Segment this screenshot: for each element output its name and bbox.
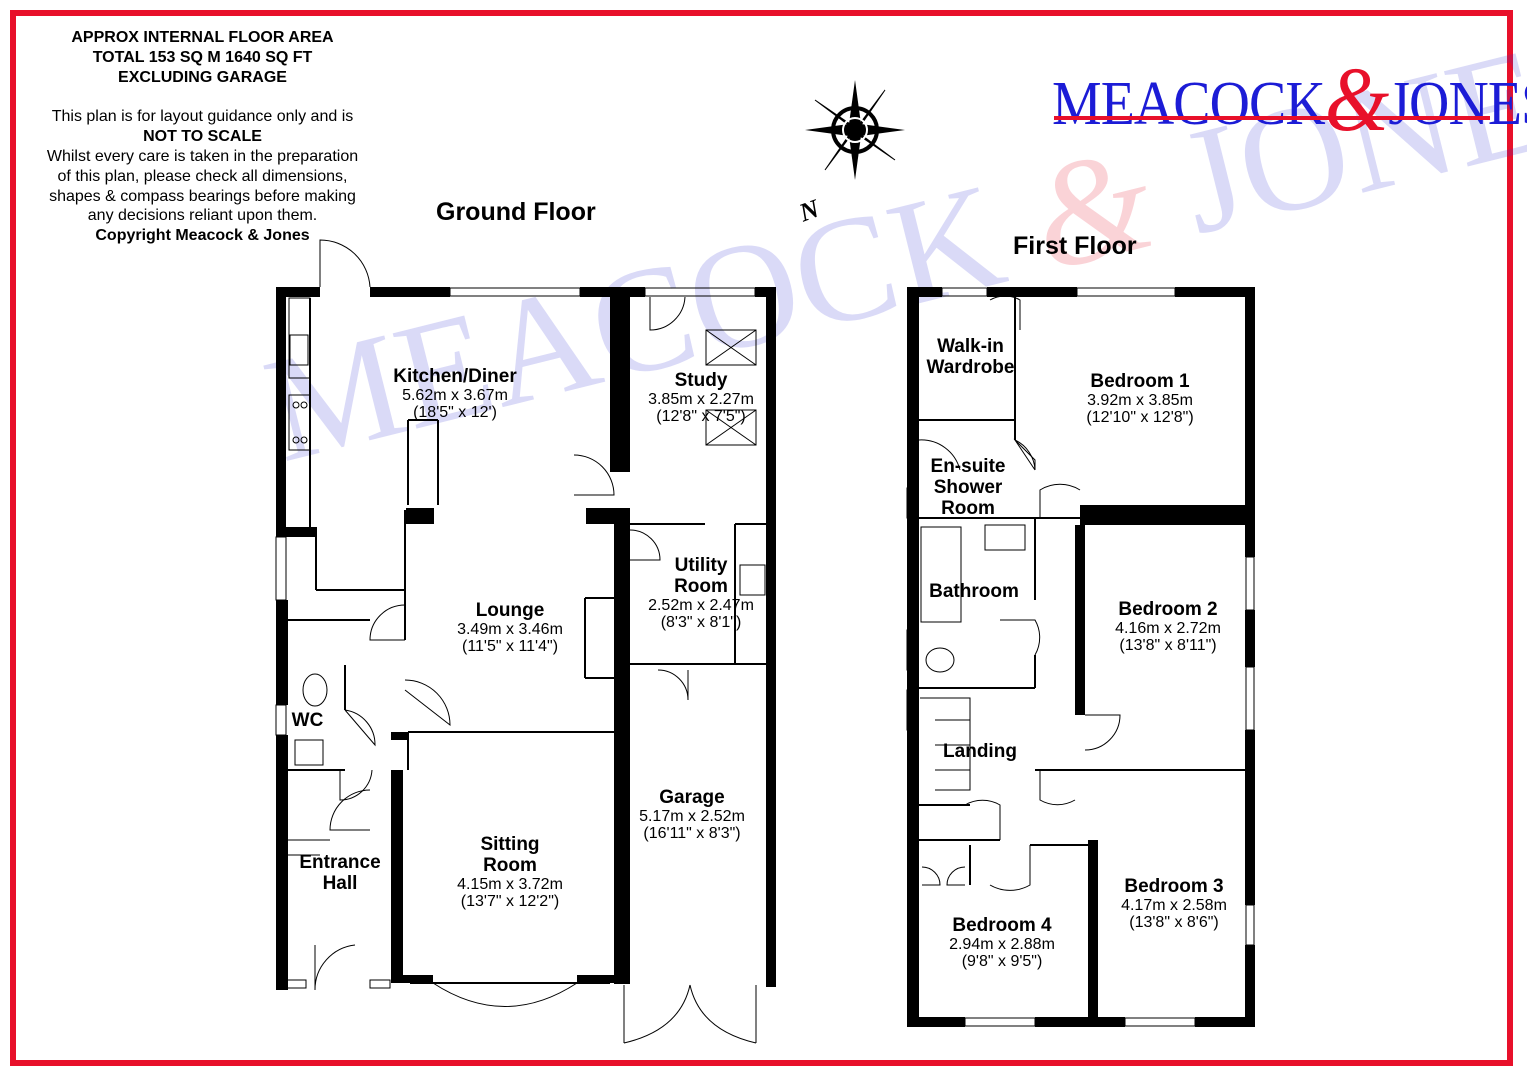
room-sitting-room: Sitting Room 4.15m x 3.72m (13'7" x 12'2…	[457, 834, 563, 910]
room-study: Study 3.85m x 2.27m (12'8" x 7'5")	[648, 370, 754, 425]
room-landing: Landing	[943, 741, 1017, 762]
copyright: Copyright Meacock & Jones	[95, 227, 310, 245]
disclaimer-text: of this plan, please check all dimension…	[57, 167, 348, 185]
ground-floor-fixtures	[288, 297, 766, 856]
room-garage: Garage 5.17m x 2.52m (16'11" x 8'3")	[639, 787, 745, 842]
first-floor-walls	[907, 287, 1255, 1027]
compass-rose-icon	[805, 80, 905, 180]
first-floor-fixtures	[920, 439, 1036, 791]
room-walk-in-wardrobe: Walk-in Wardrobe	[926, 336, 1015, 378]
first-floor-windows	[906, 287, 1255, 1027]
ground-floor-walls	[276, 287, 776, 990]
room-bedroom-2: Bedroom 2 4.16m x 2.72m (13'8" x 8'11")	[1115, 599, 1221, 654]
room-bedroom-4: Bedroom 4 2.94m x 2.88m (9'8" x 9'5")	[949, 915, 1055, 970]
disclaimer-text: any decisions reliant upon them.	[87, 207, 318, 225]
first-floor-door-swings	[918, 295, 1121, 891]
first-floor-title: First Floor	[1013, 232, 1137, 260]
floor-area-exclusion: EXCLUDING GARAGE	[118, 68, 287, 86]
ground-floor-door-swings	[314, 239, 689, 991]
room-ensuite-shower: En-suite Shower Room	[930, 456, 1006, 519]
first-floor-thin-walls	[919, 297, 1245, 885]
ground-floor-title: Ground Floor	[436, 198, 596, 226]
room-bathroom: Bathroom	[929, 581, 1019, 602]
disclaimer-text: Whilst every care is taken in the prepar…	[46, 147, 359, 165]
disclaimer-text: This plan is for layout guidance only an…	[51, 108, 354, 126]
room-wc: WC	[291, 710, 324, 731]
brand-logo: MEACOCK&JONES	[1052, 48, 1527, 150]
ground-floor-windows	[275, 287, 757, 1044]
page-border	[10, 10, 1513, 1066]
disclaimer-text: shapes & compass bearings before making	[49, 187, 356, 205]
room-utility: Utility Room 2.52m x 2.47m (8'3" x 8'1")	[648, 555, 754, 631]
disclaimer-block: APPROX INTERNAL FLOOR AREA TOTAL 153 SQ …	[20, 28, 385, 246]
room-bedroom-1: Bedroom 1 3.92m x 3.85m (12'10" x 12'8")	[1086, 371, 1194, 426]
room-bedroom-3: Bedroom 3 4.17m x 2.58m (13'8" x 8'6")	[1121, 876, 1227, 931]
room-entrance-hall: Entrance Hall	[299, 852, 381, 894]
logo-underline	[1054, 116, 1490, 120]
room-kitchen-diner: Kitchen/Diner 5.62m x 3.67m (18'5" x 12'…	[393, 366, 517, 421]
not-to-scale: NOT TO SCALE	[143, 128, 262, 146]
floor-area-total: TOTAL 153 SQ M 1640 SQ FT	[92, 48, 313, 66]
room-lounge: Lounge 3.49m x 3.46m (11'5" x 11'4")	[457, 600, 563, 655]
floor-area-heading: APPROX INTERNAL FLOOR AREA	[71, 29, 334, 46]
